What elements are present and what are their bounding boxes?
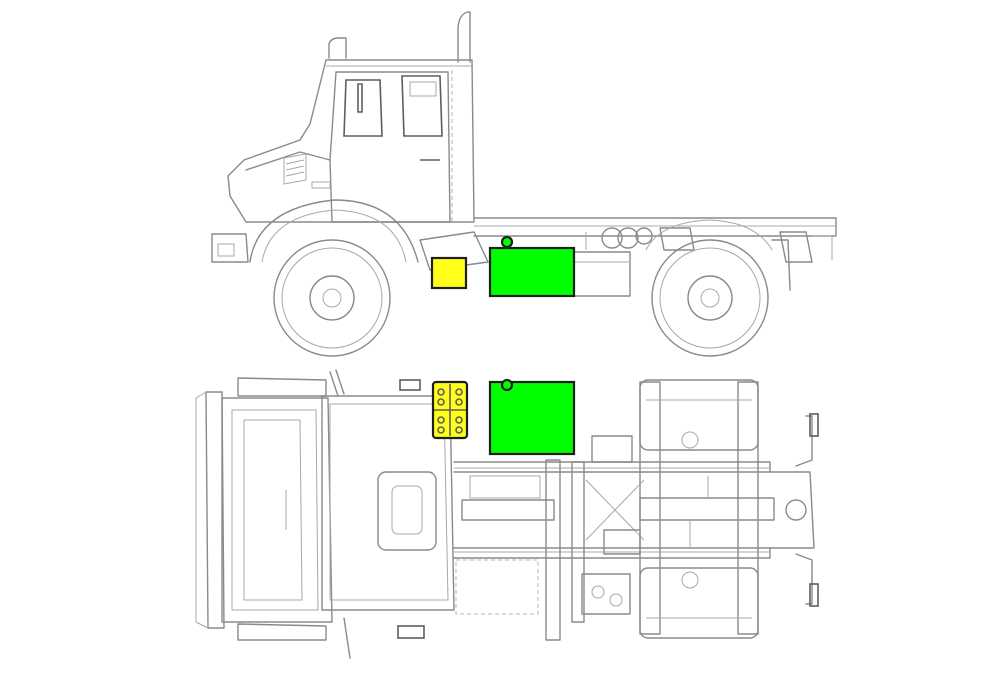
side-view-battery-box: [430, 256, 468, 290]
side-view-fuel-filler-cap: [500, 235, 514, 249]
highlights: [430, 235, 576, 456]
top-view: [195, 369, 819, 659]
side-view: [211, 11, 837, 357]
top-view-fuel-filler-cap: [500, 378, 514, 392]
top-view-battery-terminals: [434, 384, 466, 436]
side-view-fuel-tank: [488, 246, 576, 298]
top-view-fuel-tank: [488, 380, 576, 456]
